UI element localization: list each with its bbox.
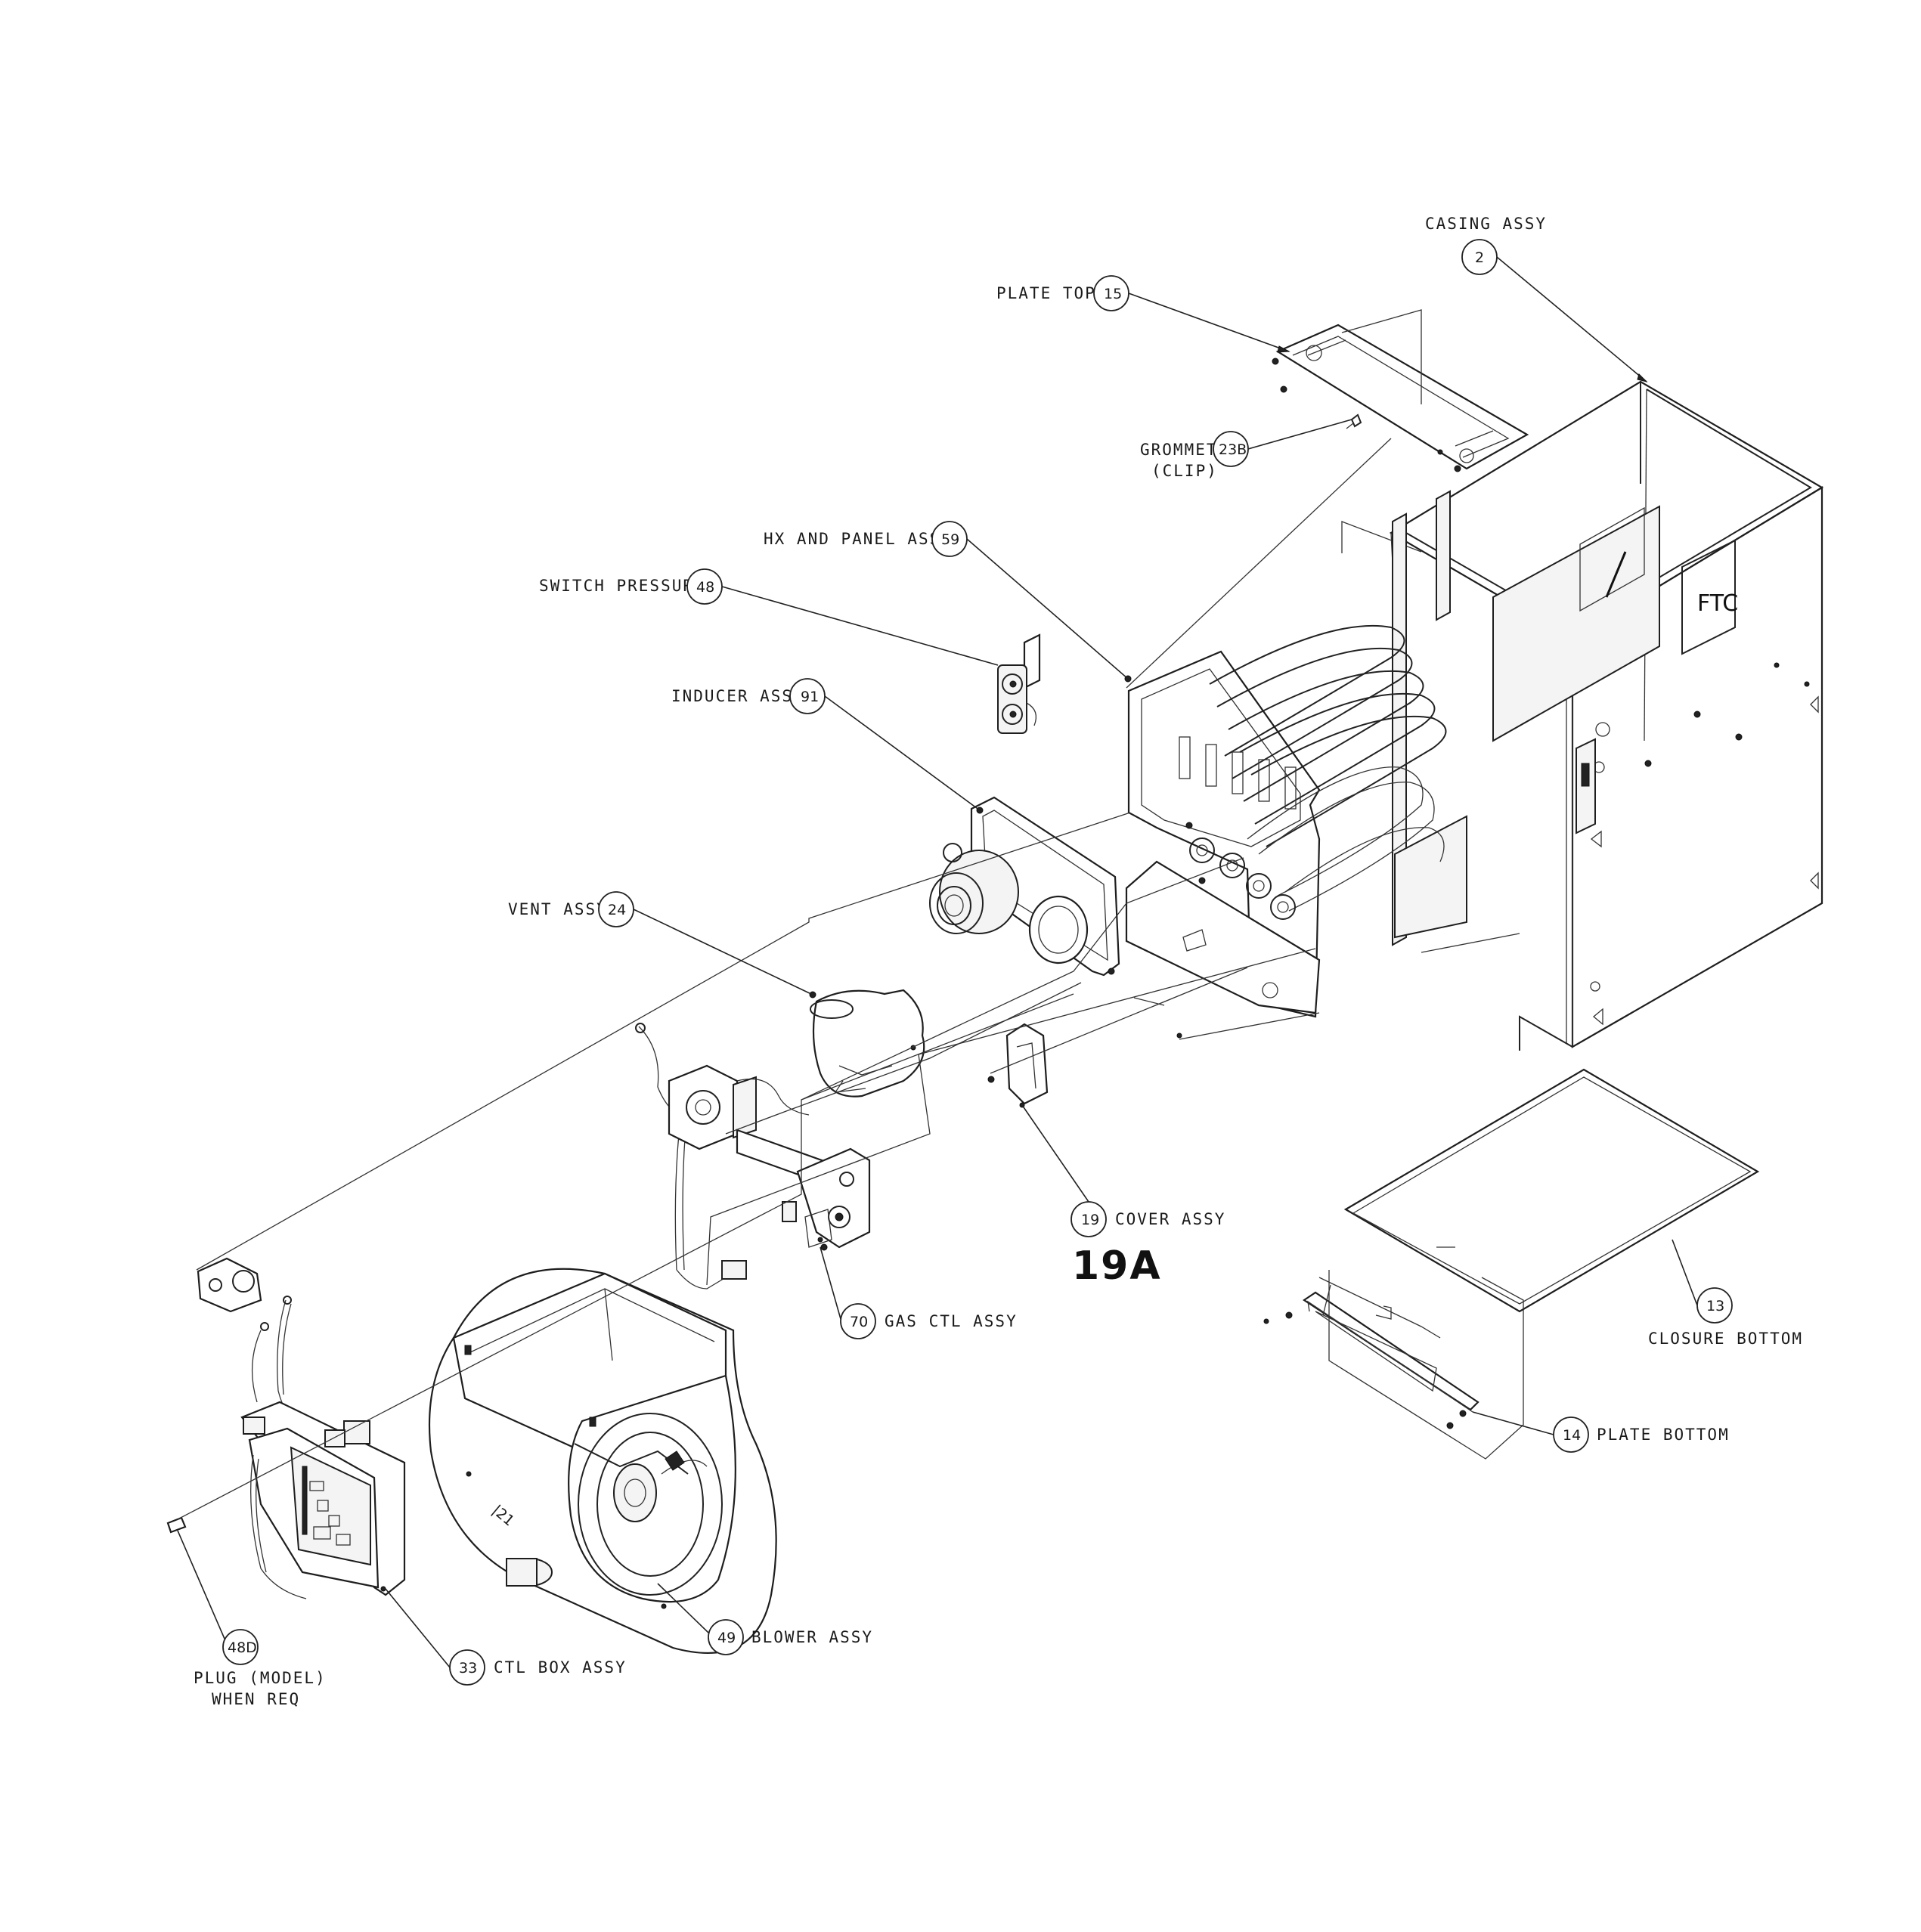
- callout-hx-panel[interactable]: HX AND PANEL ASSY 59: [764, 521, 1129, 680]
- callout-plate-bottom-label: PLATE BOTTOM: [1597, 1426, 1730, 1444]
- closure-bottom-part[interactable]: [1343, 1068, 1760, 1313]
- callout-closure-bottom-number: 13: [1706, 1298, 1724, 1314]
- callout-cover-number: 19: [1081, 1212, 1099, 1228]
- callout-cover[interactable]: 19 COVER ASSY: [1021, 1104, 1225, 1237]
- grommet-clip-part[interactable]: [1346, 413, 1362, 429]
- pressure-switch-part[interactable]: [997, 633, 1041, 734]
- callout-blower-number: 49: [717, 1630, 736, 1646]
- callout-plug-label2: WHEN REQ: [212, 1690, 300, 1708]
- callout-plate-top-label: PLATE TOP: [996, 284, 1096, 302]
- plate-bottom-part[interactable]: [1263, 1277, 1479, 1429]
- bottom-outline: [1328, 1270, 1524, 1460]
- callout-gas-ctl-label: GAS CTL ASSY: [885, 1312, 1018, 1330]
- callout-inducer-label: INDUCER ASSY: [671, 687, 804, 705]
- callout-casing[interactable]: CASING ASSY 2: [1425, 215, 1648, 382]
- callout-plug-label: PLUG (MODEL): [194, 1669, 327, 1687]
- callout-casing-label: CASING ASSY: [1425, 215, 1547, 233]
- callout-blower[interactable]: 49 BLOWER ASSY: [657, 1583, 873, 1655]
- callout-gas-ctl-number: 70: [850, 1314, 868, 1330]
- callout-vent[interactable]: VENT ASSY 24: [508, 891, 813, 995]
- gas-control-assembly[interactable]: [635, 1023, 871, 1290]
- handwritten-note: 19A: [1072, 1243, 1162, 1289]
- callout-switch-pressure-label: SWITCH PRESSURE: [539, 577, 705, 595]
- callout-plate-bottom-number: 14: [1563, 1427, 1581, 1444]
- callout-grommet-label2: (CLIP): [1151, 462, 1218, 480]
- vent-assembly[interactable]: [809, 989, 925, 1098]
- callout-vent-number: 24: [608, 902, 626, 918]
- callout-inducer-number: 91: [801, 689, 819, 705]
- ftc-logo: FTC: [1697, 590, 1738, 617]
- callout-switch-pressure[interactable]: SWITCH PRESSURE 48: [539, 568, 999, 666]
- callout-ctl-box-label: CTL BOX ASSY: [494, 1658, 627, 1677]
- callout-hx-panel-label: HX AND PANEL ASSY: [764, 530, 952, 548]
- callout-cover-label: COVER ASSY: [1115, 1210, 1225, 1228]
- callout-hx-panel-number: 59: [941, 531, 959, 548]
- callout-plate-bottom[interactable]: 14 PLATE BOTTOM: [1472, 1411, 1730, 1453]
- hx-tubes: [1209, 624, 1447, 912]
- plate-top-part[interactable]: [1272, 324, 1529, 472]
- callout-closure-bottom[interactable]: 13 CLOSURE BOTTOM: [1648, 1239, 1803, 1348]
- inducer-assembly[interactable]: [929, 796, 1120, 977]
- callout-plug[interactable]: 48D PLUG (MODEL) WHEN REQ: [177, 1530, 327, 1708]
- blower-assembly[interactable]: |21: [428, 1268, 777, 1654]
- callout-switch-pressure-number: 48: [696, 579, 714, 596]
- callout-plate-top[interactable]: PLATE TOP 15: [996, 275, 1290, 353]
- casing-assembly[interactable]: FTC: [1389, 380, 1824, 1051]
- callout-inducer[interactable]: INDUCER ASSY 91: [671, 678, 981, 811]
- callout-grommet[interactable]: GROMMET (CLIP) 23B: [1140, 419, 1352, 480]
- exploded-guide-lines: [177, 438, 1520, 1520]
- callout-vent-label: VENT ASSY: [508, 900, 608, 918]
- callout-plug-number: 48D: [228, 1639, 257, 1656]
- control-box-assembly[interactable]: [197, 1257, 406, 1599]
- callout-blower-label: BLOWER ASSY: [751, 1628, 873, 1646]
- callout-gas-ctl[interactable]: 70 GAS CTL ASSY: [820, 1246, 1018, 1339]
- callout-ctl-box-number: 33: [459, 1660, 477, 1677]
- callout-plate-top-number: 15: [1104, 286, 1122, 302]
- heat-exchanger-assembly[interactable]: [1124, 490, 1467, 1039]
- callout-grommet-label: GROMMET: [1140, 441, 1218, 459]
- plug-model-part[interactable]: [166, 1516, 187, 1534]
- cover-assembly[interactable]: [987, 1023, 1049, 1108]
- casing-back-outline: [1341, 309, 1422, 404]
- callout-ctl-box[interactable]: 33 CTL BOX ASSY: [385, 1588, 627, 1686]
- callout-grommet-number: 23B: [1219, 441, 1247, 458]
- callout-casing-number: 2: [1475, 249, 1484, 266]
- callout-closure-bottom-label: CLOSURE BOTTOM: [1648, 1330, 1803, 1348]
